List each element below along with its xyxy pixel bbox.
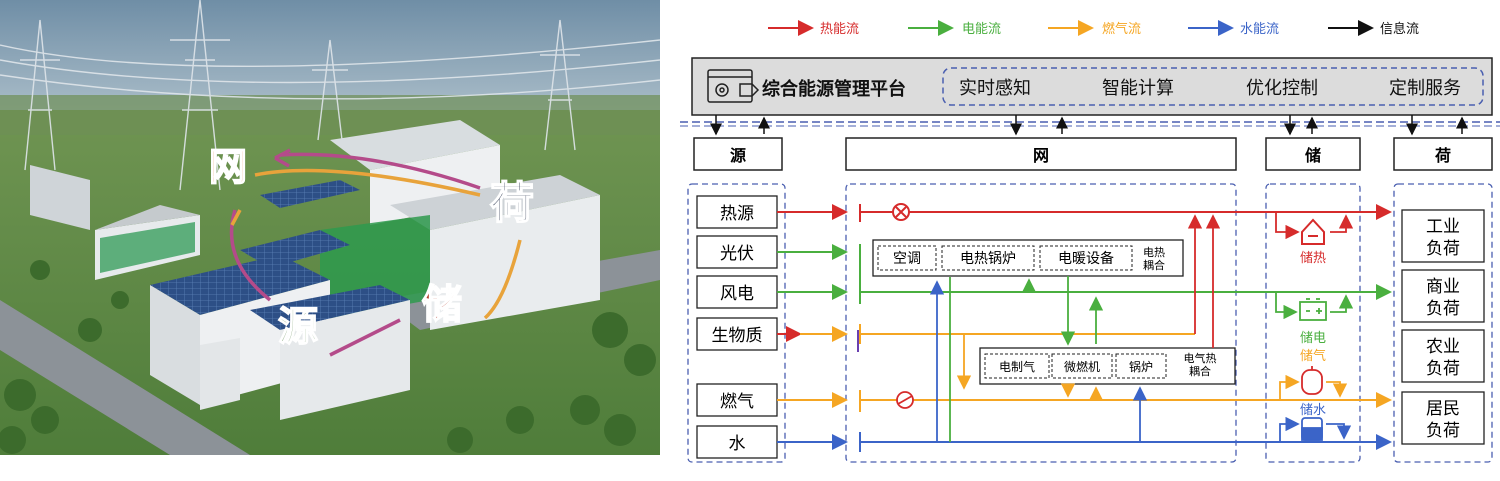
load-box-industrial	[1401, 209, 1485, 263]
gear-screen-icon	[707, 69, 760, 103]
legend-heat: 热能流	[768, 20, 859, 37]
load-box-residential	[1401, 391, 1485, 445]
load-industrial-line1: 工业	[1426, 217, 1460, 237]
legend-gas: 燃气流	[1048, 20, 1141, 37]
source-wind-label: 风电	[720, 284, 754, 304]
source-gas-label: 燃气	[720, 392, 754, 412]
source-water-label: 水	[729, 434, 746, 454]
device-microturbine-label: 微燃机	[1064, 359, 1100, 374]
group2-tag-line2: 耦合	[1189, 364, 1211, 378]
legend-electric: 电能流	[908, 20, 1001, 37]
legend-info: 信息流	[1328, 20, 1419, 37]
group2-tag-line1: 电气热	[1184, 351, 1217, 365]
svg-text:电能流: 电能流	[962, 22, 1001, 37]
device-ac-label: 空调	[893, 251, 921, 267]
water-tank-icon	[1301, 417, 1323, 441]
storage-water-label: 储水	[1300, 403, 1326, 418]
battery-icon	[1299, 298, 1327, 321]
section-source-header	[693, 137, 783, 171]
load-industrial-line2: 负荷	[1426, 239, 1460, 259]
source-pv-label: 光伏	[720, 244, 754, 264]
load-commercial-line1: 商业	[1426, 277, 1460, 297]
device-boiler-label: 锅炉	[1129, 359, 1153, 374]
section-storage-label: 储	[1304, 146, 1321, 165]
function-smart-computing: 智能计算	[1102, 78, 1174, 99]
platform-functions-box	[942, 67, 1484, 106]
gas-valve-icon	[896, 391, 914, 409]
energy-park-photo: 网 荷 源 储	[0, 0, 660, 455]
storage-gas-label: 储气	[1300, 348, 1326, 364]
source-biomass-label: 生物质	[712, 326, 763, 346]
source-box-biomass	[696, 317, 778, 351]
svg-text:热能流: 热能流	[820, 22, 859, 37]
source-box-heat	[696, 195, 778, 229]
section-storage-header	[1265, 137, 1361, 171]
load-agricultural-line2: 负荷	[1426, 359, 1460, 379]
device-electric-heater-label: 电暖设备	[1058, 250, 1114, 267]
function-optimal-control: 优化控制	[1246, 78, 1318, 99]
section-load-label: 荷	[1435, 146, 1451, 165]
device-electric-boiler-label: 电热锅炉	[960, 251, 1016, 267]
source-box-water	[696, 425, 778, 459]
load-residential-line1: 居民	[1426, 399, 1460, 419]
section-load-header	[1393, 137, 1493, 171]
heat-storage-icon	[1301, 218, 1325, 245]
gas-tank-icon	[1301, 366, 1323, 395]
storage-heat-label: 储热	[1300, 251, 1326, 266]
load-residential-line2: 负荷	[1426, 421, 1460, 441]
function-realtime-sensing: 实时感知	[959, 78, 1031, 99]
function-custom-service: 定制服务	[1389, 78, 1461, 99]
section-source-label: 源	[730, 146, 746, 165]
section-network-label: 网	[1033, 146, 1049, 165]
photo-source-label: 源	[278, 304, 318, 350]
group1-tag-line2: 耦合	[1143, 258, 1165, 272]
svg-text:燃气流: 燃气流	[1102, 21, 1141, 37]
load-box-commercial	[1401, 269, 1485, 323]
group1-tag-line1: 电热	[1143, 246, 1165, 259]
legend: 热能流 电能流 燃气流 水能流 信息流	[768, 20, 1419, 37]
svg-text:水能流: 水能流	[1240, 22, 1279, 37]
photo-load-label: 荷	[490, 178, 534, 229]
section-network-header	[845, 137, 1237, 171]
photo-grid-label: 网	[209, 145, 247, 189]
load-boxes: 工业 负荷 商业 负荷 农业 负荷 居民 负荷	[1401, 209, 1485, 445]
load-box-agricultural	[1401, 329, 1485, 383]
storage-power-label: 储电	[1300, 331, 1326, 346]
legend-water: 水能流	[1188, 20, 1279, 37]
source-heat-label: 热源	[720, 204, 754, 224]
source-box-pv	[696, 235, 778, 269]
valve-cross-icon	[892, 203, 910, 221]
platform-title: 综合能源管理平台	[762, 78, 906, 100]
load-commercial-line2: 负荷	[1426, 299, 1460, 319]
load-agricultural-line1: 农业	[1426, 337, 1460, 357]
svg-text:信息流: 信息流	[1380, 21, 1419, 37]
device-power-to-gas-label: 电制气	[999, 359, 1035, 374]
photo-storage-label: 储	[422, 282, 462, 328]
source-boxes: 热源 光伏 风电 生物质 燃气 水	[696, 195, 778, 459]
